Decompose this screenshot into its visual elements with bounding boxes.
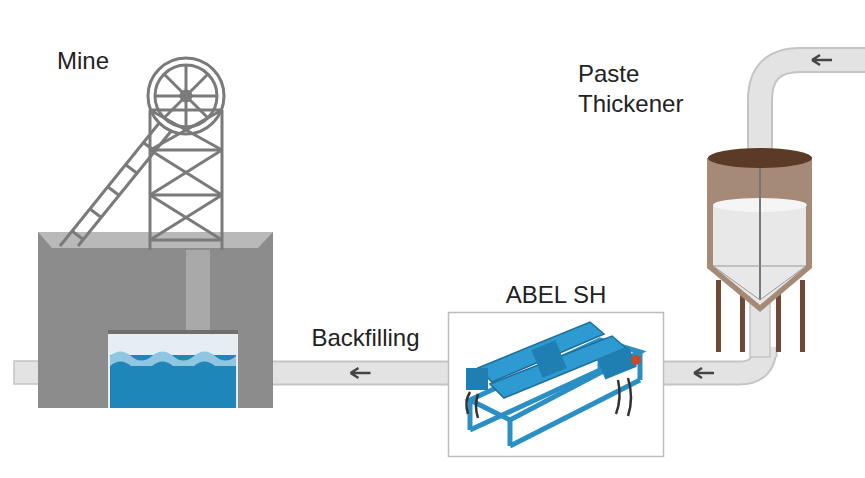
- mine-node: Mine: [30, 40, 273, 410]
- flow-arrow: [351, 368, 371, 378]
- node-label: Paste Thickener: [578, 59, 718, 119]
- edge-label: Backfilling: [311, 323, 419, 353]
- paste-thickener-tank: [707, 148, 812, 357]
- pump-node: ABEL SH: [448, 280, 664, 457]
- node-label: ABEL SH: [448, 280, 664, 310]
- pipe-connector: [273, 368, 448, 378]
- flow-arrow: [694, 368, 714, 378]
- pipe-body: [273, 363, 448, 384]
- node-label: Mine: [57, 46, 177, 76]
- pipe-outline: [273, 361, 448, 386]
- abel-sh-pump: [449, 313, 664, 457]
- thickener-node: Paste Thickener: [570, 55, 830, 357]
- headframe: [60, 58, 224, 250]
- mine-building: [38, 232, 273, 408]
